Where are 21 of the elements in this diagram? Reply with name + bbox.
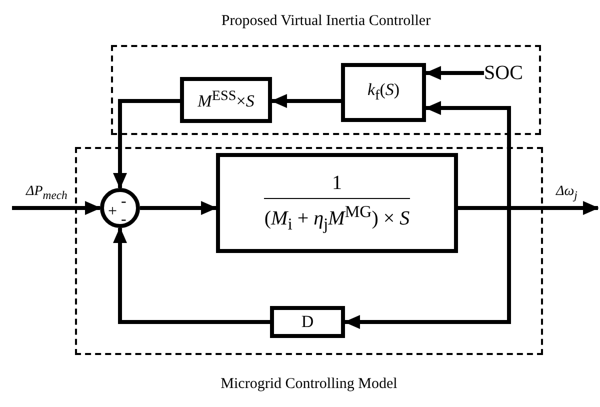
input-signal-label: SOC [484,60,530,86]
numerator: 1 [332,172,342,196]
edge-label: ΔP$_{mech}$ [26,184,68,202]
transfer-block: D [270,306,345,338]
signal-arrow [113,227,270,324]
sign-label: + [108,204,118,220]
signal-arrow [425,66,484,80]
summing-junction [100,188,140,228]
sign-label: - [121,212,126,228]
sign-label: - [121,194,126,210]
transfer-function-block [216,153,458,253]
group-title: Proposed Virtual Inertia Controller [220,13,432,30]
group-title: Microgrid Controlling Model [220,376,398,393]
signal-arrow [140,201,217,215]
signal-arrow [113,99,180,189]
transfer-block: k$_{f}$(S) [341,63,426,122]
signal-arrow [12,201,101,215]
edge-label: Δω$_{j}$ [556,184,578,202]
denominator: (M$_{i}$ + η$_{j}$M$^{MG}$) × S [264,198,410,234]
transfer-block: M$^{ESS}$×S [180,77,272,123]
signal-arrow [271,94,341,108]
